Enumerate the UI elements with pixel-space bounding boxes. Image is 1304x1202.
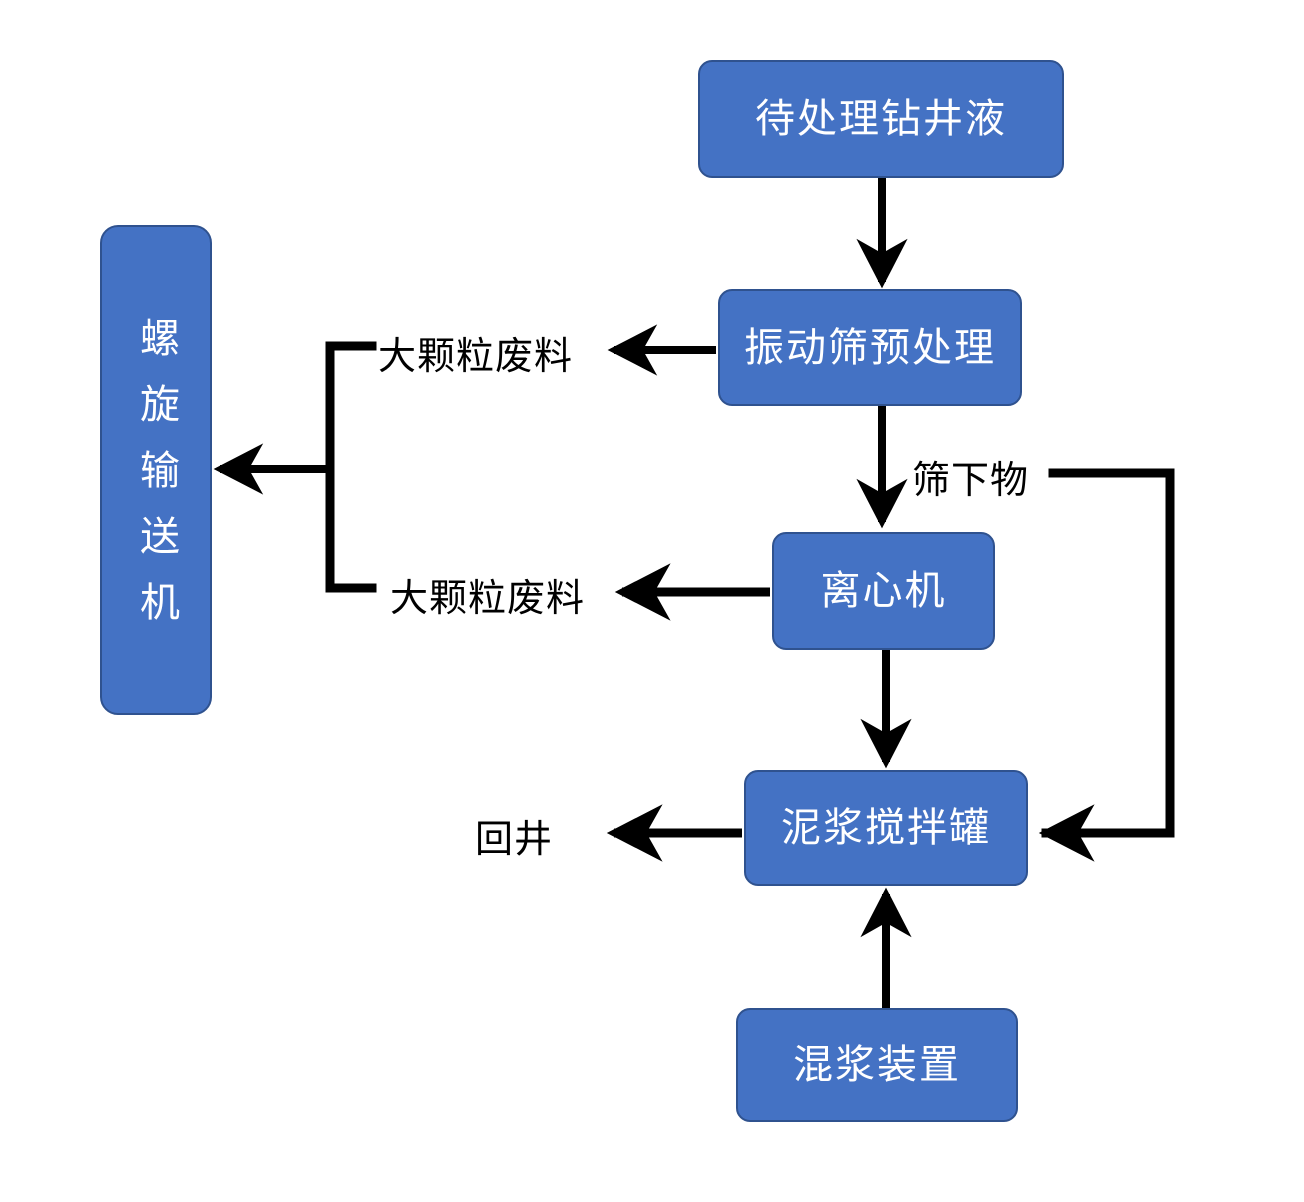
node-vibrating-screen-label: 振动筛预处理 — [744, 324, 996, 370]
edge-label-coarse-waste-top-text: 大颗粒废料 — [378, 336, 574, 378]
edge-label-return-to-well: 回井 — [475, 808, 553, 863]
edge-label-undersize-material: 筛下物 — [912, 449, 1029, 504]
node-drilling-fluid[interactable]: 待处理钻井液 — [698, 60, 1064, 178]
node-slurry-device[interactable]: 混浆装置 — [736, 1008, 1018, 1122]
node-mud-mixing-tank-label: 泥浆搅拌罐 — [781, 805, 991, 850]
node-centrifuge-label: 离心机 — [820, 568, 947, 613]
node-centrifuge[interactable]: 离心机 — [772, 532, 995, 650]
connector-waste-bracket — [325, 341, 377, 593]
node-screw-conveyor-label: 螺旋输送机 — [134, 317, 179, 647]
edge-label-coarse-waste-bottom-text: 大颗粒废料 — [390, 578, 586, 620]
connector-undersize-to-tank — [1038, 468, 1175, 862]
edge-label-undersize-material-text: 筛下物 — [912, 460, 1030, 502]
node-screw-conveyor[interactable]: 螺旋输送机 — [100, 225, 212, 715]
edge-label-coarse-waste-top: 大颗粒废料 — [378, 325, 573, 380]
node-vibrating-screen[interactable]: 振动筛预处理 — [718, 289, 1022, 406]
node-slurry-device-label: 混浆装置 — [793, 1042, 961, 1087]
edge-label-return-to-well-text: 回井 — [475, 819, 554, 861]
edge-label-coarse-waste-bottom: 大颗粒废料 — [390, 567, 585, 622]
node-mud-mixing-tank[interactable]: 泥浆搅拌罐 — [744, 770, 1028, 886]
node-drilling-fluid-label: 待处理钻井液 — [755, 96, 1007, 141]
